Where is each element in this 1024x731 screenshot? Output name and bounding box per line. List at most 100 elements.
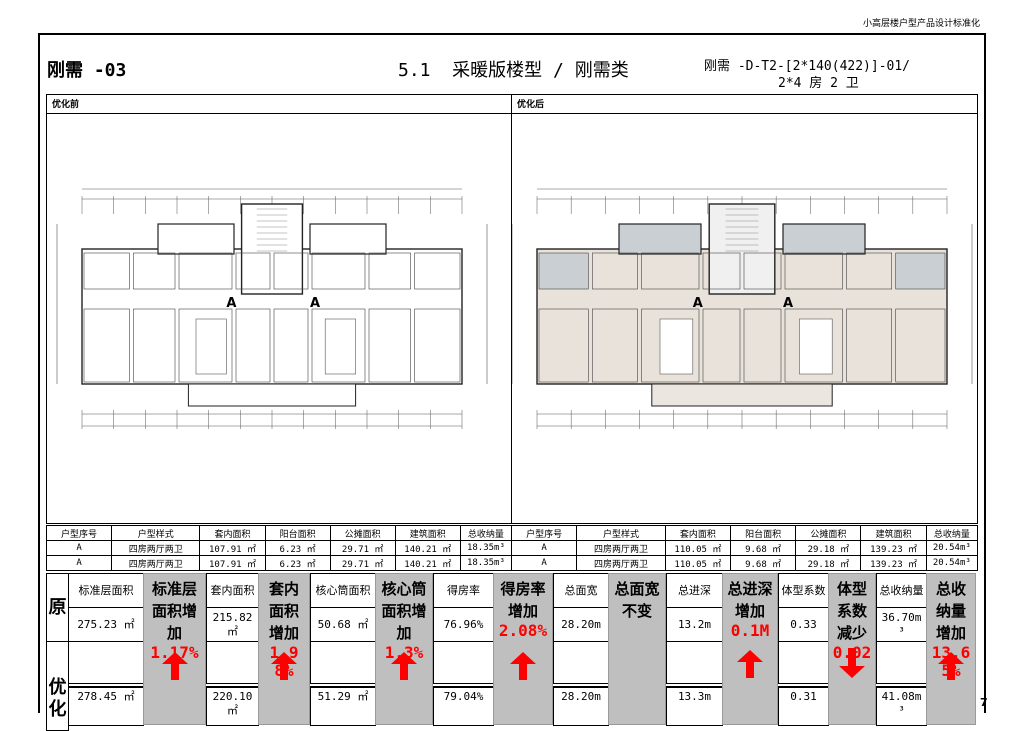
spec-column-header: 户型序号 [45,525,113,541]
metric-blank [553,641,609,684]
spec-cell: 9.68 ㎡ [729,540,797,556]
arrow-down-icon [839,648,865,678]
spec-header-row: 户型序号户型样式套内面积阳台面积公摊面积建筑面积总收纳量 [510,525,979,541]
metric-optimized-value: 79.04% [433,686,494,726]
metric-label: 标准层面积 [68,573,144,608]
type-code-line1: 刚需 -D-T2-[2*140(422)]-01/ [704,59,911,74]
spec-cell: 四房两厅两卫 [576,540,666,556]
metric-change-label: 总进深增加 [727,580,773,620]
spec-cell: 29.71 ㎡ [329,555,396,571]
spec-column-header: 总收纳量 [459,525,513,541]
spec-cell: 18.35m³ [459,540,513,556]
spec-cell: 107.91 ㎡ [199,540,266,556]
spec-cell: 139.23 ㎡ [860,555,927,571]
metric-change-label: 总收纳量增加 [935,580,966,642]
metric-optimized-value: 0.31 [778,686,829,726]
spec-cell: 110.05 ㎡ [664,555,732,571]
stair-core [708,203,776,295]
metric-change-value: 1.3% [384,643,424,662]
metric-change-value: 13.65% [931,643,971,680]
spec-cell: 110.05 ㎡ [664,540,732,556]
type-code-line2: 2*4 房 2 卫 [778,76,859,91]
metric-change-label: 得房率增加 [500,580,546,620]
metric-label: 总进深 [666,573,723,608]
metric-change-label: 标准层面积增加 [151,580,197,642]
spec-column-header: 公摊面积 [795,525,862,541]
panel-before-label: 优化前 [47,95,511,114]
metric-blank [666,641,723,684]
metric-label: 核心筒面积 [310,573,376,608]
spec-cell: A [510,540,578,556]
spec-column-header: 建筑面积 [394,525,461,541]
metric-label: 套内面积 [206,573,259,608]
arrow-up-icon [271,652,297,680]
metric-change-value: 0.02 [832,643,872,662]
spec-cell: 29.18 ㎡ [795,540,862,556]
metric-original-value: 36.70m³ [876,607,927,642]
metric-change-label: 套内面积增加 [268,580,299,642]
metric-optimized-value: 28.20m [553,686,609,726]
spec-column-header: 套内面积 [664,525,732,541]
spec-header-row: 户型序号户型样式套内面积阳台面积公摊面积建筑面积总收纳量 [45,525,513,541]
metric-change-highlight: 体型系数减少 0.02 [828,573,876,725]
spec-column-header: 总收纳量 [925,525,979,541]
arrow-up-icon [737,650,763,678]
metric-original-value: 275.23 ㎡ [68,607,144,642]
metric-original-value: 50.68 ㎡ [310,607,376,642]
spec-column-header: 阳台面积 [264,525,331,541]
spec-cell: A [510,555,578,571]
metric-original-value: 13.2m [666,607,723,642]
spec-cell: 20.54m³ [925,540,979,556]
unit-mark: A [693,296,703,311]
row-label-original: 原 [46,573,69,642]
metric-change-value: 2.08% [498,621,548,640]
metric-change-value: 1.98% [269,643,299,680]
metric-change-highlight: 标准层面积增加 1.17% [143,573,206,725]
metric-change-value: 0.1M [730,621,770,640]
stair-core [240,203,304,295]
metric-blank [876,641,927,684]
metric-blank [206,641,259,684]
arrow-up-icon [161,652,188,680]
metric-blank [778,641,829,684]
spec-cell: A [45,540,113,556]
spec-cell: A [45,555,113,571]
metric-label: 得房率 [433,573,494,608]
metric-blank [68,641,144,684]
spec-cell: 139.23 ㎡ [860,540,927,556]
arrow-up-icon [510,652,536,680]
metric-change-value: 1.17% [150,643,199,662]
metric-original-value: 28.20m [553,607,609,642]
spec-cell: 140.21 ㎡ [394,555,461,571]
spec-cell: 140.21 ㎡ [394,540,461,556]
spec-cell: 四房两厅两卫 [576,555,666,571]
unit-mark: A [310,296,320,311]
spec-cell: 四房两厅两卫 [111,540,201,556]
spec-cell: 20.54m³ [925,555,979,571]
spec-cell: 四房两厅两卫 [111,555,201,571]
spec-column-header: 套内面积 [199,525,266,541]
metric-optimized-value: 13.3m [666,686,723,726]
spec-cell: 6.23 ㎡ [264,555,331,571]
document-title: 小高层楼户型产品设计标准化 [862,19,980,29]
spec-cell: 9.68 ㎡ [729,555,797,571]
spec-column-header: 户型序号 [510,525,578,541]
metric-change-highlight: 得房率增加 2.08% [493,573,553,725]
spec-cell: 107.91 ㎡ [199,555,266,571]
spec-column-header: 户型样式 [111,525,201,541]
metric-optimized-value: 220.10 ㎡ [206,686,259,726]
metric-optimized-value: 41.08m³ [876,686,927,726]
spec-column-header: 阳台面积 [729,525,797,541]
page-number: 7 [980,696,988,709]
metric-original-value: 0.33 [778,607,829,642]
spec-cell: 18.35m³ [459,555,513,571]
metric-original-value: 76.96% [433,607,494,642]
arrow-up-icon [391,652,417,680]
